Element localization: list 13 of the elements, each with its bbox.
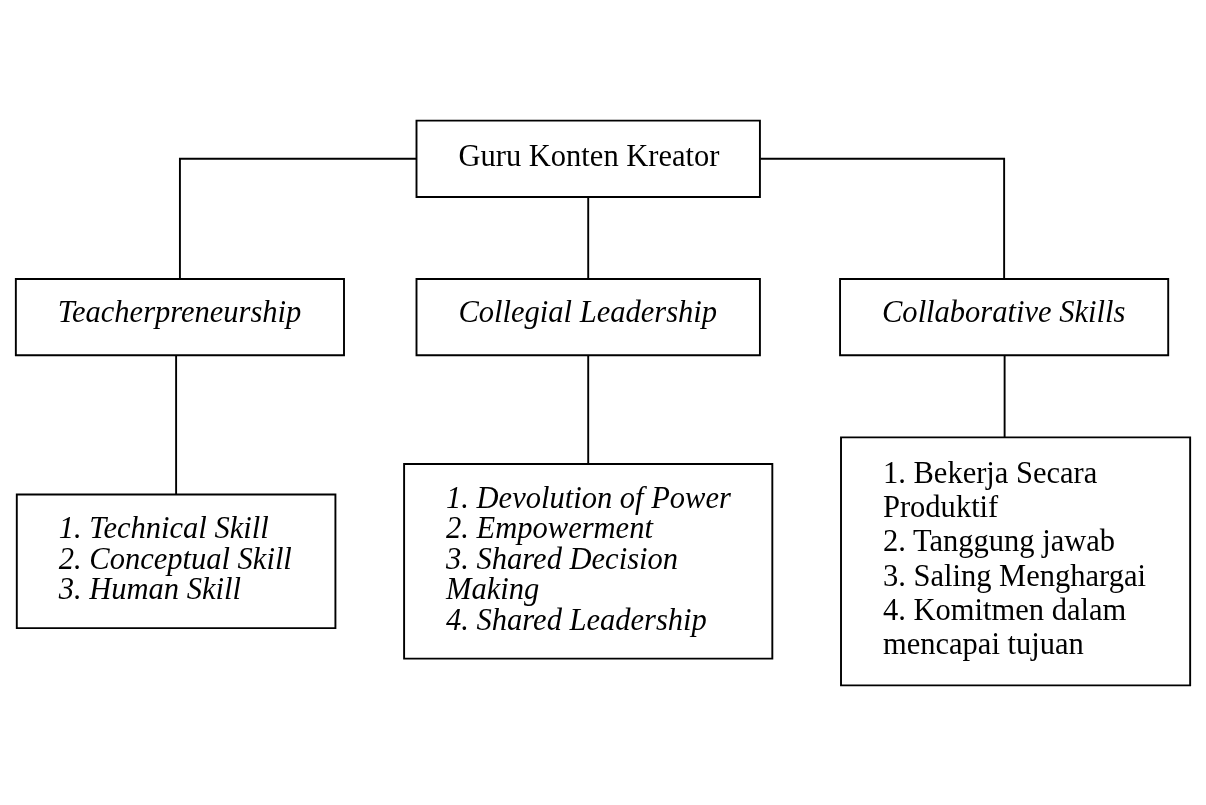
connector	[759, 157, 1006, 280]
connector	[175, 354, 178, 495]
node-box: Collaborative Skills	[839, 277, 1170, 356]
node-box: Teacherpreneurship	[14, 277, 345, 356]
node-box: 1. Devolution of Power 2. Empowerment 3. Shared Decision Making 4. Shared Leadership	[403, 462, 774, 660]
node-box: Guru Konten Kreator	[415, 119, 761, 198]
node-box: 1. Bekerja Secara Produktif 2. Tanggung jawab 3. Saling Menghargai 4. Komitmen dalam mencapai tujuan	[840, 435, 1192, 686]
connector	[1003, 354, 1006, 438]
connector	[178, 157, 418, 280]
connector	[587, 354, 590, 465]
connector	[587, 195, 590, 280]
node-box: Collegial Leadership	[415, 277, 761, 356]
node-box: 1. Technical Skill 2. Conceptual Skill 3. Human Skill	[15, 493, 337, 629]
